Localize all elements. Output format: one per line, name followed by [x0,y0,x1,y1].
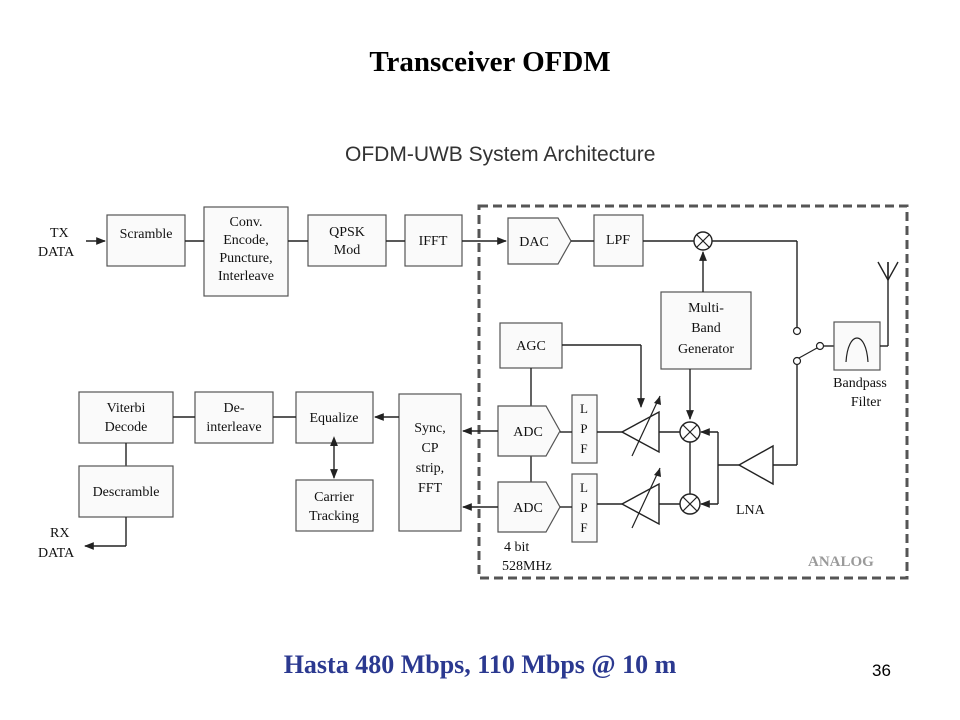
svg-text:Generator: Generator [678,342,734,357]
svg-text:strip,: strip, [416,461,444,476]
lna-amplifier-icon [737,444,774,486]
tx-mixer-icon [693,231,713,251]
svg-text:TX: TX [50,226,69,241]
analog-region [477,204,909,580]
svg-text:Sync,: Sync, [414,421,446,436]
svg-text:Scramble: Scramble [120,227,173,242]
svg-text:P: P [580,421,587,436]
agc-block: AGC [499,322,563,369]
bandpass-filter-label: Bandpass Filter [833,376,887,410]
bandpass-filter-block [833,321,881,371]
adc-i-block: ADC [497,405,561,457]
svg-text:Viterbi: Viterbi [107,401,146,416]
svg-text:QPSK: QPSK [329,225,365,240]
svg-text:L: L [580,480,588,495]
antenna-icon [877,261,899,282]
rx-data-label: RX DATA [38,526,75,561]
svg-text:Band: Band [691,321,721,336]
svg-text:DATA: DATA [38,245,75,260]
svg-text:Carrier: Carrier [314,490,354,505]
sync-fft-block: Sync, CP strip, FFT [398,393,462,532]
scramble-block: Scramble [106,214,186,267]
slide-title: Transceiver OFDM [369,46,611,78]
svg-text:528MHz: 528MHz [502,559,552,574]
lpf-rx-i-block: L P F [571,394,598,464]
svg-text:RX: RX [50,526,69,541]
descramble-block: Descramble [78,465,174,518]
lpf-tx-block: LPF [593,214,644,267]
svg-text:F: F [580,520,587,535]
svg-text:DATA: DATA [38,546,75,561]
svg-text:LPF: LPF [606,233,630,248]
svg-text:De-: De- [224,401,245,416]
svg-text:Encode,: Encode, [223,233,268,248]
viterbi-decode-block: Viterbi Decode [78,391,174,444]
svg-text:F: F [580,441,587,456]
vga-q-icon [620,467,661,529]
svg-text:Tracking: Tracking [309,509,359,524]
svg-text:Interleave: Interleave [218,269,274,284]
svg-text:Descramble: Descramble [93,485,160,500]
tr-switch-icon [792,326,825,366]
analog-label: ANALOG [808,554,874,570]
carrier-tracking-block: Carrier Tracking [295,479,374,532]
svg-text:Conv.: Conv. [230,215,263,230]
rx-mixer-i-icon [679,421,701,443]
svg-text:CP: CP [421,441,438,456]
deinterleave-block: De- interleave [194,391,274,444]
svg-text:ADC: ADC [513,501,543,516]
page-number: 36 [872,661,891,680]
svg-text:Multi-: Multi- [688,301,724,316]
slide-subtitle: Hasta 480 Mbps, 110 Mbps @ 10 m [283,650,677,679]
svg-text:Equalize: Equalize [310,411,359,426]
svg-text:Decode: Decode [105,420,148,435]
svg-text:4 bit: 4 bit [504,540,529,555]
svg-text:DAC: DAC [519,235,549,250]
svg-text:interleave: interleave [206,420,261,435]
diagram-header: OFDM-UWB System Architecture [345,143,655,166]
svg-text:Bandpass: Bandpass [833,376,887,391]
svg-text:Mod: Mod [334,243,360,258]
multiband-generator-block: Multi- Band Generator [660,291,752,370]
rx-mixer-q-icon [679,493,701,515]
svg-text:Filter: Filter [851,395,882,410]
svg-text:IFFT: IFFT [419,234,448,249]
adc-note: 4 bit 528MHz [502,540,552,574]
svg-text:AGC: AGC [516,339,546,354]
tx-data-label: TX DATA [38,226,75,260]
dac-block: DAC [507,217,572,265]
conv-encode-block: Conv. Encode, Puncture, Interleave [203,206,289,297]
svg-text:P: P [580,500,587,515]
qpsk-mod-block: QPSK Mod [307,214,387,267]
svg-text:FFT: FFT [418,481,443,496]
adc-q-block: ADC [497,481,561,533]
ifft-block: IFFT [404,214,463,267]
lpf-rx-q-block: L P F [571,473,598,543]
svg-text:Puncture,: Puncture, [219,251,272,266]
svg-text:ADC: ADC [513,425,543,440]
svg-text:L: L [580,401,588,416]
lna-label: LNA [736,503,766,518]
equalize-block: Equalize [295,391,374,444]
